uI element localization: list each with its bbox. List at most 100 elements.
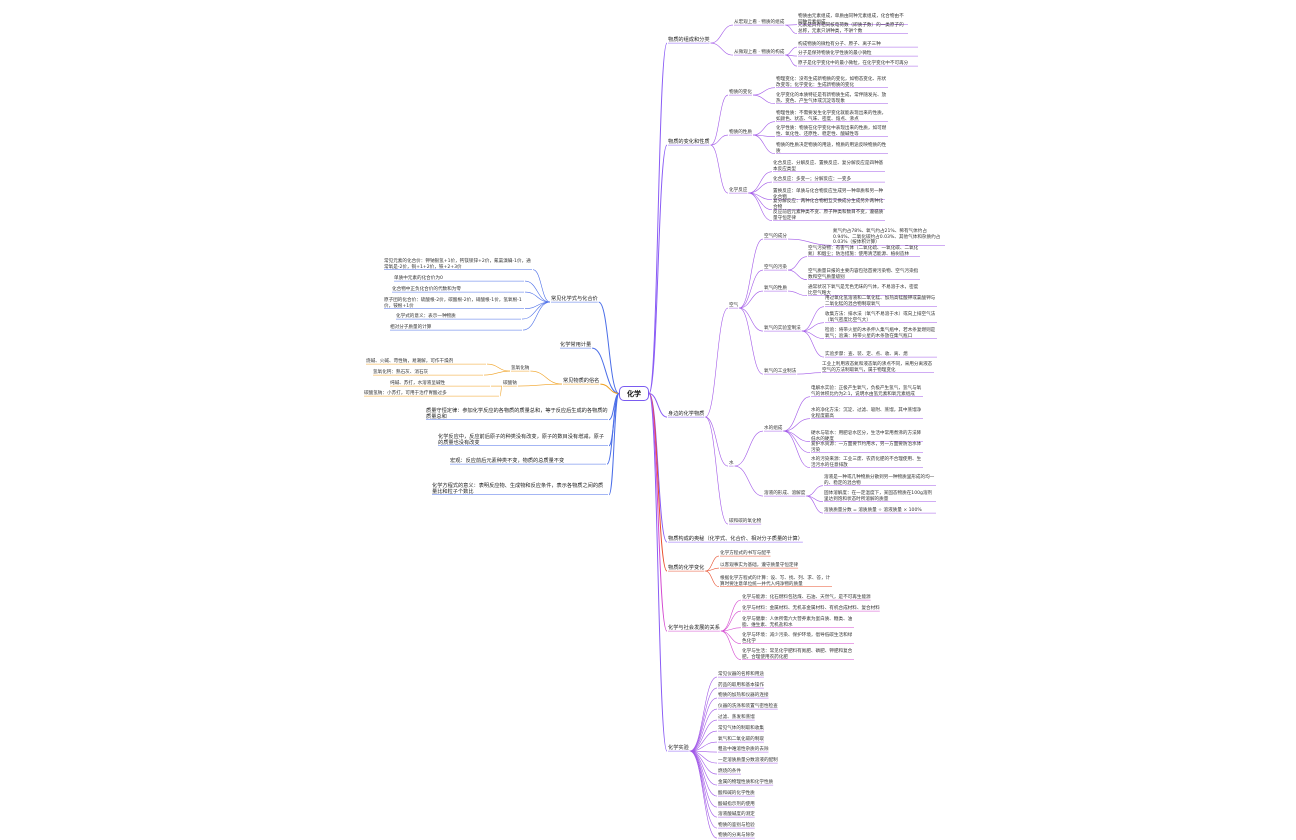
node-b7p[interactable]: 物质的分离与除杂	[718, 833, 755, 838]
node-L3b1[interactable]: 纯碱、苏打，水溶液呈碱性	[390, 381, 446, 386]
node-b1c2b[interactable]: 分子是保持物质化学性质的最小微粒	[798, 51, 872, 56]
node-L1d[interactable]: 原子团的化合价：硫酸根-2价，碳酸根-2价，硝酸根-1价，氢氧根-1价，铵根+1…	[384, 298, 522, 309]
node-b7g[interactable]: 氧气和二氧化碳的制取	[718, 737, 764, 742]
node-b3c1b[interactable]: 空气的污染	[764, 265, 787, 270]
node-b2c3[interactable]: 化学反应	[729, 188, 748, 193]
node-L3a2[interactable]: 氢氧化钙：熟石灰、消石灰	[373, 370, 429, 375]
node-L5[interactable]: 化学反应中，反应前后原子的种类没有改变，原子的数目没有增减，原子的质量也没有改变	[438, 434, 605, 446]
node-b3c2b2[interactable]: 固体溶解度：在一定温度下，某固态物质在100g溶剂里达到饱和状态时所溶解的质量	[824, 491, 933, 502]
node-b2[interactable]: 物质的变化和性质	[668, 139, 710, 145]
node-L3b2[interactable]: 碳酸氢钠：小苏打，可用于治疗胃酸过多	[364, 391, 447, 396]
node-b5b[interactable]: 以客观事实为基础，遵守质量守恒定律	[720, 563, 799, 568]
node-b6[interactable]: 化学与社会发展的关系	[668, 625, 720, 631]
node-L1c[interactable]: 化合物中正负化合价的代数和为零	[392, 287, 461, 292]
node-b1c1a[interactable]: 物质由元素组成，单质由同种元素组成，化合物由不同种元素组成	[798, 14, 904, 25]
node-b2c1b[interactable]: 化学变化的本质特征是有新物质生成，常伴随发光、放热、变色、产生气体或沉淀等现象	[776, 93, 887, 104]
node-b6c[interactable]: 化学与健康：人体所需六大营养素为蛋白质、糖类、油脂、维生素、无机盐和水	[742, 617, 853, 628]
node-b3c1d1[interactable]: 用过氧化氢溶液和二氧化锰、加热高锰酸钾或氯酸钾与二氧化锰的混合物制取氧气	[825, 296, 936, 307]
node-b1c1[interactable]: 从宏观上看 · 物质的组成	[734, 20, 785, 25]
node-b7h[interactable]: 粗盐中难溶性杂质的去除	[718, 747, 769, 752]
node-b3c2a5[interactable]: 水的污染来源：工业三废、农药化肥的不合理使用、生活污水的任意排放	[811, 457, 922, 468]
node-L3a[interactable]: 氢氧化钠	[511, 366, 530, 371]
connector-b7c	[689, 697, 718, 752]
node-b2c2b[interactable]: 化学性质：物质在化学变化中表现出来的性质，如可燃性、氧化性、还原性、稳定性、酸碱…	[776, 126, 887, 137]
node-b7i[interactable]: 一定溶质质量分数溶液的配制	[718, 758, 778, 763]
node-b3c1[interactable]: 空气	[729, 303, 739, 308]
node-b3c1a[interactable]: 空气的成分	[764, 234, 787, 239]
node-L2[interactable]: 化学常用计量	[560, 342, 592, 348]
node-L1[interactable]: 常见化学式与化合价	[551, 296, 598, 302]
node-b3c2b3[interactable]: 溶质质量分数 = 溶质质量 ÷ 溶液质量 × 100%	[824, 508, 922, 513]
node-b7k[interactable]: 金属的物理性质和化学性质	[718, 780, 774, 785]
node-b3c2a[interactable]: 水的组成	[764, 426, 783, 431]
node-b5c[interactable]: 根据化学方程式的计算：设、写、找、列、求、答，计算时要注意单位统一并代入纯净物的…	[720, 576, 831, 587]
node-b7c[interactable]: 物质的加热和仪器的连接	[718, 693, 769, 698]
node-b1c2a[interactable]: 构成物质的微粒有分子、原子、离子三种	[798, 42, 881, 47]
node-b2c2c[interactable]: 物质的性质决定物质的用途，物质的用途反映物质的性质	[776, 143, 887, 154]
node-b7o[interactable]: 物质的鉴别与检验	[718, 823, 755, 828]
node-b2c1[interactable]: 物质的变化	[729, 90, 752, 95]
node-L7[interactable]: 化学方程式的意义：表明反应物、生成物和反应条件，表示各物质之间的质量比和粒子个数…	[432, 483, 604, 495]
node-b7j[interactable]: 燃烧的条件	[718, 769, 741, 774]
node-b6a[interactable]: 化学与能源：化石燃料包括煤、石油、天然气，是不可再生能源	[742, 595, 871, 600]
node-b7n[interactable]: 溶液酸碱度的测定	[718, 812, 755, 817]
node-b7e[interactable]: 过滤、蒸发和蒸馏	[718, 715, 755, 720]
node-b4[interactable]: 物质构成的奥秘（化学式、化合价、相对分子质量的计算）	[668, 536, 803, 542]
node-b3[interactable]: 身边的化学物质	[668, 411, 705, 417]
node-b3c1c1[interactable]: 通常状况下氧气是无色无味的气体，不易溶于水，密度比空气略大	[808, 285, 919, 296]
node-b3c1b1[interactable]: 空气污染物：有害气体（二氧化硫、一氧化碳、二氧化氮）和烟尘；防治措施：使用清洁能…	[808, 246, 919, 257]
node-b3c1d3[interactable]: 检验：将带火星的木条伸入集气瓶中，若木条复燃则是氧气；验满：将带火星的木条放在集…	[825, 328, 936, 339]
node-b3c1d2[interactable]: 收集方法：排水法（氧气不易溶于水）或向上排空气法（氧气密度比空气大）	[825, 312, 936, 323]
node-b1c2c[interactable]: 原子是化学变化中的最小微粒，在化学变化中不可再分	[798, 61, 909, 66]
node-b1[interactable]: 物质的组成和分类	[668, 37, 710, 43]
node-b3c1d4[interactable]: 实验步骤：查、装、定、点、收、离、熄	[825, 352, 908, 357]
node-b6b[interactable]: 化学与材料：金属材料、无机非金属材料、有机合成材料、复合材料	[742, 606, 880, 611]
node-b2c3e[interactable]: 反应前后元素种类不变、原子种类和数目不变，遵循质量守恒定律	[773, 210, 884, 221]
node-b3c2b1[interactable]: 溶液是一种或几种物质分散到另一种物质里形成的均一的、稳定的混合物	[824, 475, 935, 486]
node-b2c1a[interactable]: 物理变化：没有生成新物质的变化，如物态变化、形状改变等；化学变化：生成新物质的变…	[776, 77, 887, 88]
node-b3c2[interactable]: 水	[729, 461, 734, 466]
node-L3[interactable]: 常见物质的俗名	[563, 378, 600, 384]
connector-L6	[606, 393, 620, 465]
node-b7m[interactable]: 酸碱指示剂的使用	[718, 802, 755, 807]
node-b2c2[interactable]: 物质的性质	[729, 130, 752, 135]
node-b3c1a1[interactable]: 氮气约占78%、氧气约占21%、稀有气体约占0.94%、二氧化碳约占0.03%、…	[833, 229, 941, 246]
node-b3c1b2[interactable]: 空气质量日报的主要内容包括首要污染物、空气污染指数和空气质量级别	[808, 269, 919, 280]
node-b3c1e1[interactable]: 工业上利用液态氮和液态氧的沸点不同，采用分离液态空气的方法制取氧气，属于物理变化	[822, 362, 933, 373]
node-L1f[interactable]: 相对分子质量的计算	[390, 325, 432, 330]
node-b1c1b[interactable]: 元素是具有相同核电荷数（即质子数）的一类原子的总称，元素只讲种类，不讲个数	[798, 23, 904, 34]
root-node[interactable]: 化学	[619, 386, 649, 401]
node-L6[interactable]: 宏观：反应前后元素种类不变，物质的总质量不变	[450, 458, 565, 464]
node-b2c3d[interactable]: 复分解反应：两种化合物相互交换成分生成另外两种化合物	[773, 199, 884, 210]
node-b3c2b[interactable]: 溶液的形成、溶解度	[764, 491, 806, 496]
node-b1c2[interactable]: 从微观上看 · 物质的构成	[734, 50, 785, 55]
node-L1e[interactable]: 化学式的意义：表示一种物质	[396, 314, 456, 319]
node-b3c1e[interactable]: 氧气的工业制法	[764, 369, 797, 374]
node-b2c3a[interactable]: 化合反应、分解反应、置换反应、复分解反应是四种基本反应类型	[773, 161, 884, 172]
node-b6e[interactable]: 化学与生活：常见化学肥料有氮肥、磷肥、钾肥和复合肥，合理使用农药化肥	[742, 649, 853, 660]
node-b5a[interactable]: 化学方程式的书写与配平	[720, 551, 771, 556]
node-b3c2a4[interactable]: 爱护水资源：一方面要节约用水，另一方面要防治水体污染	[811, 442, 922, 453]
node-b2c2a[interactable]: 物理性质：不需要发生化学变化就能表现出来的性质，如颜色、状态、气味、密度、熔点、…	[776, 111, 887, 122]
node-b3c1c[interactable]: 氧气的性质	[764, 286, 787, 291]
node-b7a[interactable]: 常见仪器的名称和用途	[718, 672, 764, 677]
node-b2c3b[interactable]: 化合反应：多变一；分解反应：一变多	[773, 177, 852, 182]
node-b6d[interactable]: 化学与环境：减少污染、保护环境，倡导低碳生活和绿色化学	[742, 633, 853, 644]
node-b7d[interactable]: 仪器的洗涤和装置气密性检查	[718, 704, 778, 709]
node-b2c3c[interactable]: 置换反应：单质与化合物反应生成另一种单质和另一种化合物	[773, 189, 884, 200]
node-b3c2a1[interactable]: 电解水实验：正极产生氧气，负极产生氢气，氢气与氧气的体积比约为2:1，说明水由氢…	[811, 386, 922, 397]
node-b3c2a3[interactable]: 硬水与软水：用肥皂水区分，生活中常用煮沸的方法降低水的硬度	[811, 431, 922, 442]
node-L1a[interactable]: 常见元素的化合价：钾钠银氢+1价，钙镁钡锌+2价，氟氯溴碘-1价，通常氧是-2价…	[384, 259, 531, 270]
node-b7[interactable]: 化学实验	[668, 745, 689, 751]
node-b3c3[interactable]: 碳和碳的氧化物	[729, 519, 762, 524]
node-b3c1d[interactable]: 氧气的实验室制法	[764, 326, 801, 331]
node-L4[interactable]: 质量守恒定律：参加化学反应的各物质的质量总和，等于反应后生成的各物质的质量总和	[426, 408, 608, 420]
node-b7f[interactable]: 常见气体的制取和收集	[718, 726, 764, 731]
node-L3b[interactable]: 碳酸钠	[503, 381, 517, 386]
node-L3a1[interactable]: 烧碱、火碱、苛性钠，易潮解，可作干燥剂	[366, 359, 454, 364]
node-b7b[interactable]: 药品的取用和基本操作	[718, 683, 764, 688]
node-L1b[interactable]: 单质中元素的化合价为0	[394, 276, 443, 281]
node-b3c2a2[interactable]: 水的净化方法：沉淀、过滤、吸附、蒸馏，其中蒸馏净化程度最高	[811, 408, 922, 419]
node-b7l[interactable]: 酸和碱的化学性质	[718, 791, 755, 796]
node-b5[interactable]: 物质的化学变化	[668, 565, 705, 571]
